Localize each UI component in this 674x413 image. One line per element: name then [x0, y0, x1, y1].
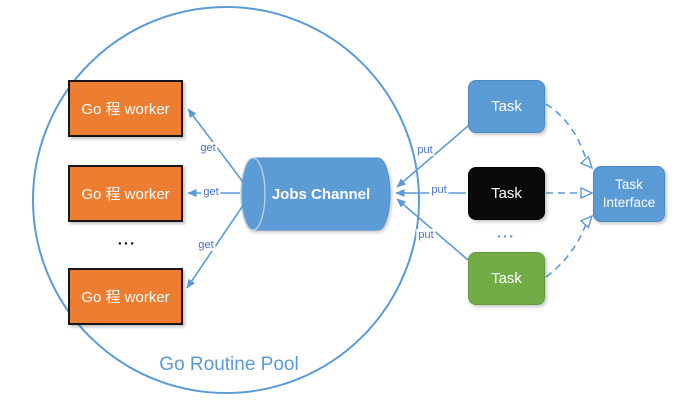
- worker-label-2: Go 程 worker: [81, 186, 170, 203]
- worker-box-2: Go 程 worker: [68, 165, 183, 222]
- implements-arrowhead-1: [579, 155, 594, 170]
- jobs-channel-label: Jobs Channel: [271, 185, 371, 203]
- implements-edge-3: [545, 223, 587, 278]
- get-edge-label-1: get: [198, 142, 218, 154]
- put-edge-label-1: put: [415, 144, 435, 156]
- get-edge-label-2: get: [201, 186, 221, 198]
- task-label-black: Task: [491, 185, 522, 202]
- task-interface-label: Task Interface: [602, 176, 656, 210]
- get-edge-label-3: get: [196, 239, 216, 251]
- task-box-black: Task: [468, 167, 545, 220]
- workers-ellipsis: ...: [117, 231, 137, 249]
- implements-arrowhead-3: [579, 214, 594, 229]
- worker-box-3: Go 程 worker: [68, 268, 183, 325]
- put-arrow-1: [396, 125, 469, 188]
- task-box-blue: Task: [468, 80, 545, 133]
- task-label-blue: Task: [491, 98, 522, 115]
- pool-circle: [32, 6, 420, 394]
- task-label-green: Task: [491, 270, 522, 287]
- get-arrow-3: [186, 200, 247, 289]
- implements-arrowhead-2: [580, 186, 594, 200]
- implements-edge-1: [545, 103, 587, 160]
- tasks-ellipsis: ...: [496, 224, 516, 242]
- worker-label-1: Go 程 worker: [81, 101, 170, 118]
- put-edge-label-3: put: [416, 229, 436, 241]
- put-edge-label-2: put: [429, 184, 449, 196]
- task-interface-box: Task Interface: [593, 166, 665, 222]
- worker-label-3: Go 程 worker: [81, 289, 170, 306]
- pool-title: Go Routine Pool: [159, 354, 299, 375]
- cylinder-rim: [240, 157, 266, 231]
- worker-box-1: Go 程 worker: [68, 80, 183, 137]
- task-box-green: Task: [468, 252, 545, 305]
